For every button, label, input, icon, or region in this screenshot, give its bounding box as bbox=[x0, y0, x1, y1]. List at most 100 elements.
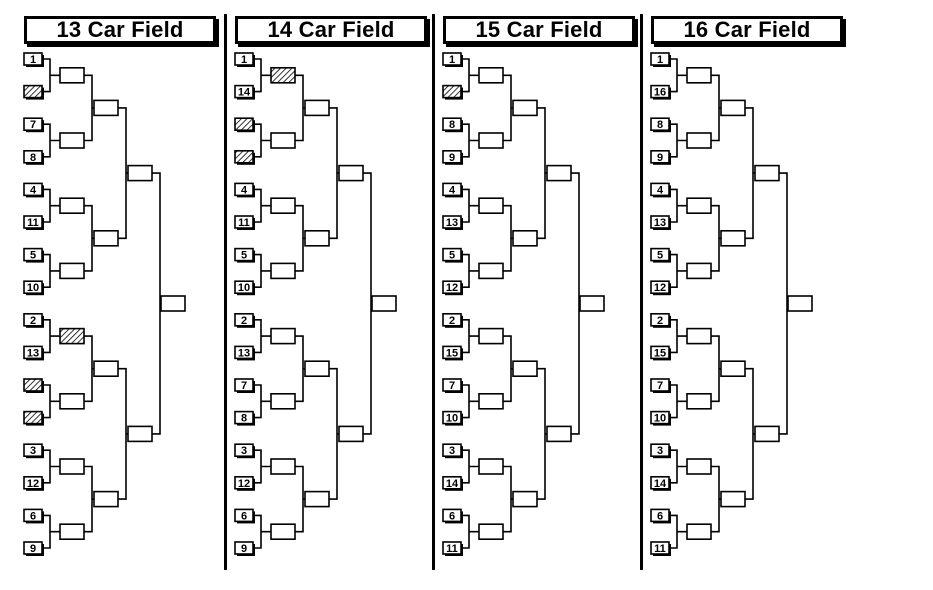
seed-box bbox=[234, 443, 254, 458]
seed-number: 15 bbox=[446, 347, 458, 359]
seed-number: 5 bbox=[449, 250, 455, 262]
seed-number: 3 bbox=[30, 445, 36, 457]
round2-box bbox=[93, 490, 119, 508]
bracket-lines bbox=[42, 58, 161, 549]
bracket-title: 14 Car Field bbox=[235, 16, 427, 44]
bracket-title: 16 Car Field bbox=[651, 16, 843, 44]
connector-line bbox=[711, 74, 721, 142]
round2-box bbox=[304, 360, 330, 378]
connector-line bbox=[571, 172, 580, 435]
connector-line bbox=[253, 384, 271, 419]
seed-number: 2 bbox=[657, 315, 663, 327]
seed-box bbox=[650, 541, 670, 555]
round2-box bbox=[720, 99, 746, 117]
column-divider bbox=[224, 14, 227, 570]
round1-box bbox=[270, 327, 296, 345]
seed-number: 9 bbox=[30, 543, 36, 555]
bye-seed-box bbox=[442, 84, 462, 99]
connector-line bbox=[461, 123, 479, 158]
connector-line bbox=[253, 123, 271, 158]
seed-box bbox=[23, 475, 43, 490]
connector-line bbox=[84, 465, 94, 533]
seed-number: 13 bbox=[238, 347, 250, 359]
connector-line bbox=[669, 449, 687, 484]
semifinal-box bbox=[754, 164, 780, 182]
seed-box bbox=[442, 52, 462, 66]
seed-box bbox=[650, 150, 670, 164]
seed-box bbox=[442, 443, 462, 458]
connector-line bbox=[329, 107, 339, 240]
connector-line bbox=[669, 514, 687, 549]
seed-number: 6 bbox=[241, 510, 247, 522]
seed-number: 8 bbox=[30, 152, 36, 164]
seed-box bbox=[23, 541, 43, 555]
seed-number: 13 bbox=[654, 217, 666, 229]
connector-line bbox=[295, 335, 305, 403]
connector-line bbox=[669, 384, 687, 419]
connector-line bbox=[253, 188, 271, 223]
seed-box bbox=[650, 508, 670, 523]
bye-advance-box bbox=[270, 67, 296, 84]
bye-seed-box bbox=[23, 84, 43, 99]
connector-line bbox=[42, 253, 60, 288]
seed-number: 5 bbox=[657, 250, 663, 262]
connector-line bbox=[253, 514, 271, 549]
round2-box bbox=[512, 99, 538, 117]
connector-line bbox=[745, 367, 755, 500]
round1-box bbox=[478, 327, 504, 345]
seed-box bbox=[442, 475, 462, 490]
seed-box bbox=[23, 215, 43, 229]
round1-box bbox=[686, 67, 712, 84]
seed-number: 3 bbox=[241, 445, 247, 457]
connector-line bbox=[42, 514, 60, 549]
round1-box bbox=[686, 132, 712, 149]
round2-box bbox=[93, 99, 119, 117]
connector-line bbox=[537, 107, 547, 240]
seed-number: 1 bbox=[449, 54, 455, 66]
seed-box bbox=[234, 378, 254, 392]
seed-number: 14 bbox=[654, 478, 667, 490]
seed-box bbox=[650, 475, 670, 490]
connector-line bbox=[84, 335, 94, 403]
seed-box bbox=[234, 410, 254, 425]
bye-seed-box bbox=[234, 150, 254, 164]
connector-line bbox=[253, 319, 271, 354]
seed-number: 7 bbox=[449, 380, 455, 392]
seed-box bbox=[442, 410, 462, 425]
connector-line bbox=[84, 204, 94, 272]
connector-line bbox=[363, 172, 372, 435]
round1-box bbox=[478, 262, 504, 280]
seed-number: 3 bbox=[657, 445, 663, 457]
semifinal-box bbox=[127, 425, 153, 443]
round2-box bbox=[720, 230, 746, 247]
seed-number: 13 bbox=[446, 217, 458, 229]
connector-line bbox=[461, 253, 479, 288]
seed-box bbox=[650, 84, 670, 99]
round2-box bbox=[720, 360, 746, 378]
bye-seed-box bbox=[23, 378, 43, 392]
connector-line bbox=[745, 107, 755, 240]
seed-box bbox=[234, 541, 254, 555]
seed-number: 12 bbox=[446, 282, 458, 294]
connector-line bbox=[461, 58, 479, 93]
seed-number: 10 bbox=[27, 282, 39, 294]
seed-number: 4 bbox=[30, 184, 37, 196]
connector-line bbox=[152, 172, 161, 435]
seed-number: 10 bbox=[654, 413, 666, 425]
connector-line bbox=[503, 204, 513, 272]
seed-number: 6 bbox=[449, 510, 455, 522]
round2-box bbox=[720, 490, 746, 508]
seed-box bbox=[442, 312, 462, 327]
connector-line bbox=[503, 465, 513, 533]
connector-line bbox=[118, 107, 128, 240]
seed-box bbox=[650, 443, 670, 458]
connector-line bbox=[42, 123, 60, 158]
round2-box bbox=[512, 360, 538, 378]
seed-number: 1 bbox=[30, 54, 36, 66]
connector-line bbox=[669, 188, 687, 223]
seed-box bbox=[650, 410, 670, 425]
connector-line bbox=[711, 204, 721, 272]
